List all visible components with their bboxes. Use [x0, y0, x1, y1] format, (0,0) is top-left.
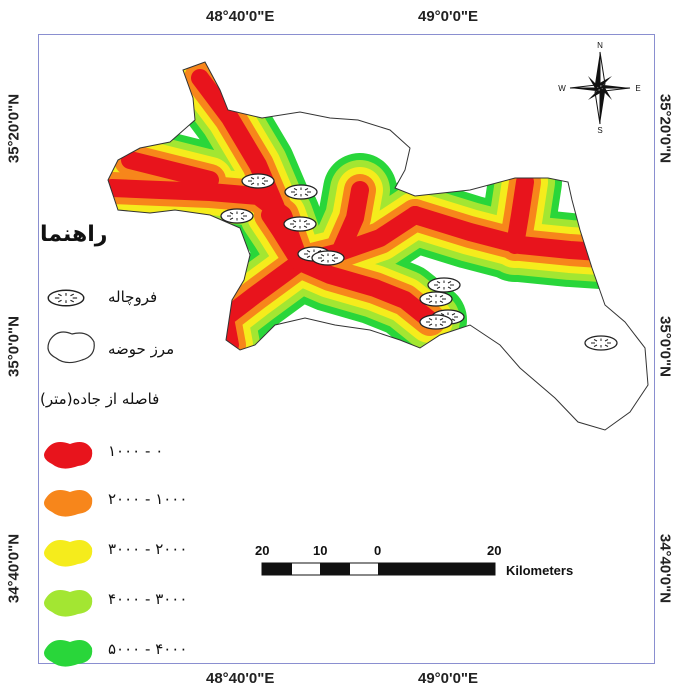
scale-bar [261, 562, 496, 576]
legend-class-label-3: ۲۰۰۰ - ۳۰۰۰ [108, 540, 188, 558]
sinkhole-marker [427, 277, 461, 293]
sinkhole-marker [241, 173, 275, 189]
legend-sinkhole-icon [47, 289, 85, 307]
north-arrow-e: E [635, 84, 640, 93]
scale-tick-10: 10 [313, 543, 328, 558]
legend-class-label-4: ۳۰۰۰ - ۴۰۰۰ [108, 590, 188, 608]
lon-label-bottom-2: 49°0'0"E [418, 670, 479, 687]
scale-unit: Kilometers [506, 563, 574, 578]
legend-class-label-2: ۱۰۰۰ - ۲۰۰۰ [108, 490, 188, 508]
legend-basin-label: مرز حوضه [108, 340, 175, 358]
sinkhole-marker [419, 314, 453, 330]
sinkhole-marker [284, 184, 318, 200]
north-arrow-n: N [597, 41, 603, 50]
legend-title: راهنما [40, 222, 108, 247]
sinkhole-marker [584, 335, 618, 351]
north-arrow-w: W [558, 84, 566, 93]
sinkhole-marker [419, 291, 453, 307]
legend-class-swatch-2 [44, 490, 93, 517]
basin-boundary [107, 61, 649, 431]
legend-class-swatch-1 [44, 442, 93, 469]
legend-class-label-1: ۰ - ۱۰۰۰ [108, 442, 164, 460]
lon-label-top-1: 48°40'0"E [206, 8, 275, 25]
legend-class-swatch-5 [44, 640, 93, 667]
legend-class-label-5: ۴۰۰۰ - ۵۰۰۰ [108, 640, 188, 658]
map-frame [38, 34, 655, 664]
legend-sinkhole-label: فروچاله [108, 288, 158, 306]
legend-class-swatch-3 [44, 540, 93, 567]
lon-label-bottom-1: 48°40'0"E [206, 670, 275, 687]
north-arrow [569, 51, 631, 125]
sinkhole-marker [220, 208, 254, 224]
scale-tick-20-right: 20 [487, 543, 502, 558]
lon-label-top-2: 49°0'0"E [418, 8, 479, 25]
sinkhole-marker [311, 250, 345, 266]
legend-distance-title: فاصله از جاده(متر) [40, 390, 160, 408]
north-arrow-s: S [597, 126, 602, 135]
legend-basin-icon [47, 331, 95, 364]
sinkhole-marker [283, 216, 317, 232]
legend-symbols [44, 289, 95, 667]
scale-tick-0: 0 [374, 543, 382, 558]
legend-class-swatch-4 [44, 590, 93, 617]
scale-tick-20-left: 20 [255, 543, 270, 558]
